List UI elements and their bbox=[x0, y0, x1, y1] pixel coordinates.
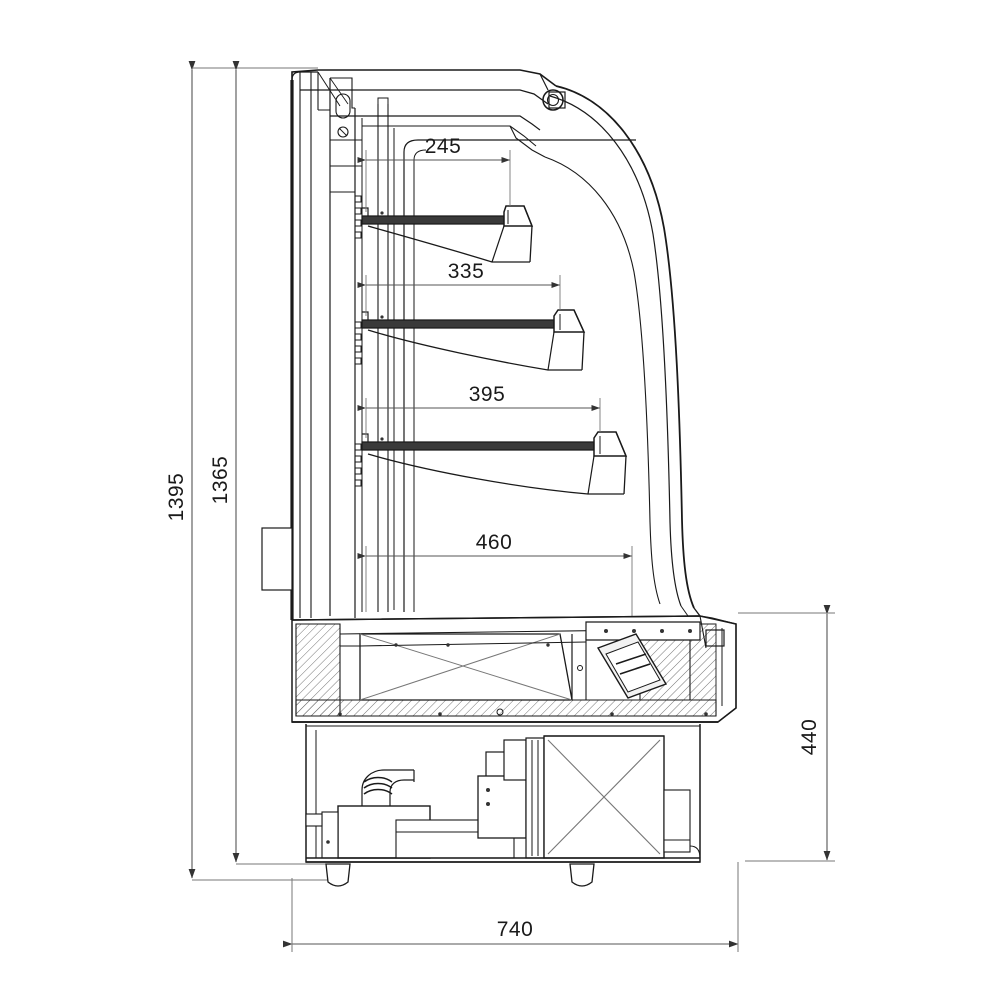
canopy-hinge bbox=[539, 73, 566, 111]
light-fitting bbox=[335, 93, 351, 138]
condenser-coil bbox=[543, 735, 701, 859]
air-curtain-channel bbox=[377, 97, 395, 612]
cabinet-body bbox=[290, 69, 707, 625]
dimension-460-label: 460 bbox=[476, 531, 513, 554]
rear-panel bbox=[290, 71, 319, 620]
dimension-1395-label: 1395 bbox=[165, 473, 188, 522]
leveling-foot-left bbox=[325, 863, 351, 887]
base-display-deck bbox=[291, 615, 737, 723]
top-canopy bbox=[291, 69, 557, 193]
front-perforated-rail bbox=[359, 621, 701, 647]
dimension-1365: 1365 bbox=[209, 61, 330, 865]
dimension-395: 395 bbox=[357, 383, 601, 438]
fan-motor-assembly bbox=[477, 737, 562, 859]
right-corner-trim bbox=[699, 615, 737, 723]
dimension-440: 440 bbox=[738, 605, 835, 862]
leveling-foot-right bbox=[569, 863, 595, 887]
dimension-335: 335 bbox=[357, 260, 561, 316]
machinery-compartment bbox=[305, 724, 701, 887]
dimension-395-label: 395 bbox=[469, 383, 506, 406]
dimension-460: 460 bbox=[357, 531, 633, 620]
coil-rings bbox=[363, 776, 393, 795]
dimension-245-label: 245 bbox=[425, 135, 462, 158]
shelf-support-rail bbox=[329, 77, 363, 618]
dimension-335-label: 335 bbox=[448, 260, 485, 283]
shelf-2 bbox=[361, 309, 586, 371]
dimension-1395: 1395 bbox=[165, 61, 330, 881]
dimension-245: 245 bbox=[357, 135, 511, 212]
dimension-740-label: 740 bbox=[497, 918, 534, 941]
dimension-740: 740 bbox=[283, 862, 739, 952]
dimension-440-label: 440 bbox=[798, 719, 821, 756]
compressor-unit bbox=[305, 769, 515, 859]
curved-glass-front bbox=[544, 85, 707, 625]
side-control-box bbox=[261, 527, 293, 591]
evaporator-pan bbox=[359, 633, 587, 701]
tilted-lamp-unit bbox=[596, 633, 668, 699]
shelf-3 bbox=[361, 431, 628, 495]
shelf-1 bbox=[361, 205, 534, 263]
dimension-1365-label: 1365 bbox=[209, 456, 232, 505]
